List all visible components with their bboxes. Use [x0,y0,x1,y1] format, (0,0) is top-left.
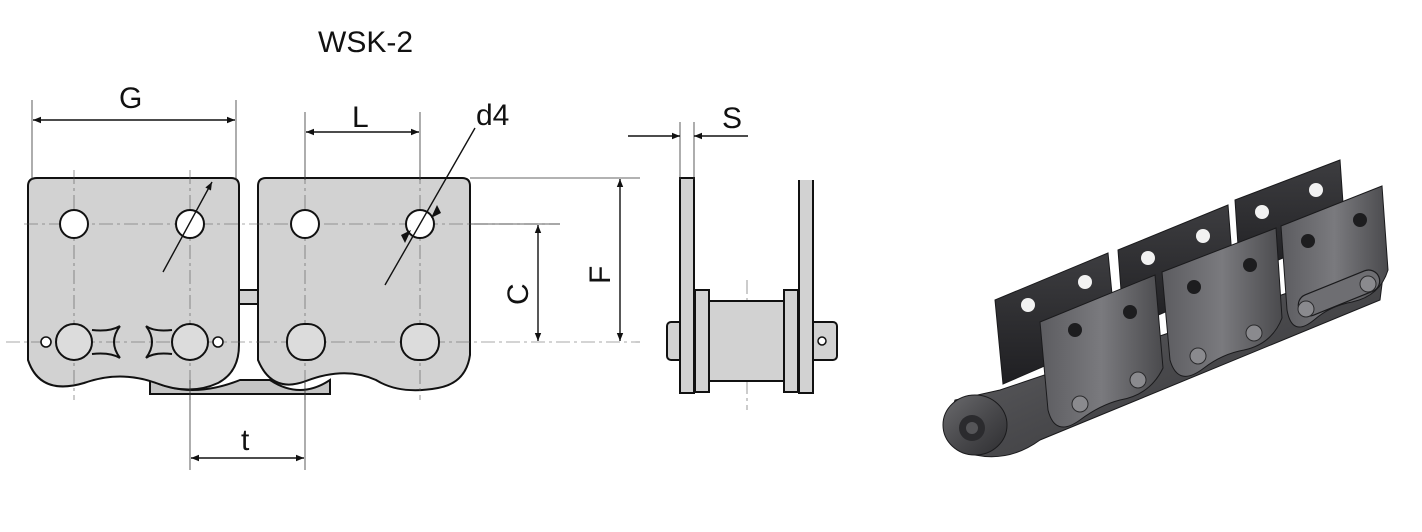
back-plate-hole [1021,298,1035,312]
back-plate-hole [1255,205,1269,219]
label-l: L [352,101,369,134]
pin-head [55,323,93,361]
side-attachment-plate-right [798,177,814,394]
drawing-title: WSK-2 [318,26,413,59]
rivet-head [286,323,326,361]
clip-pin [1359,275,1377,293]
front-plate-hole [1123,305,1137,319]
label-d4: d4 [476,99,509,132]
side-pin-hole [817,336,827,346]
d4-leader-right [384,127,476,286]
rivet-pin [1129,371,1147,389]
end-link-bush-inner [966,422,978,434]
side-attachment-plate-left [679,177,695,394]
back-plate-hole [1078,275,1092,289]
front-plate-hole [1243,258,1257,272]
label-g: G [119,82,142,115]
front-plate-hole [1068,323,1082,337]
label-t: t [241,424,250,457]
rivet-head [400,323,440,361]
d4-arrow-right [431,205,441,218]
rivet-pin [1245,324,1263,342]
clip-pin [1297,300,1315,318]
d4-leader-left [162,181,213,273]
back-plate-hole [1309,183,1323,197]
spring-clip [145,325,173,359]
label-f: F [584,266,617,284]
pin-eye [40,336,52,348]
attachment-hole [290,209,320,239]
rivet-pin [1189,347,1207,365]
side-plate-cutoff [798,170,814,180]
d4-arrow-right-lower [401,230,411,243]
side-inner-plate-left [694,289,710,393]
rivet-pin [1071,395,1089,413]
side-view: S [628,102,838,410]
front-view: G L d4 C F t [6,82,640,470]
chain-photo [942,159,1389,458]
front-plate-hole [1301,234,1315,248]
left-attachment-plate [27,177,240,391]
spring-clip [91,325,121,359]
label-c: C [502,283,535,305]
attachment-hole [175,209,205,239]
pin-head [171,323,209,361]
front-plate-hole [1187,280,1201,294]
attachment-hole [59,209,89,239]
back-plate-hole [1196,229,1210,243]
label-s: S [722,102,742,135]
side-roller [707,300,787,382]
side-inner-plate-right [783,289,799,393]
front-plate-hole [1353,213,1367,227]
pin-eye [212,336,224,348]
back-plate-hole [1141,251,1155,265]
